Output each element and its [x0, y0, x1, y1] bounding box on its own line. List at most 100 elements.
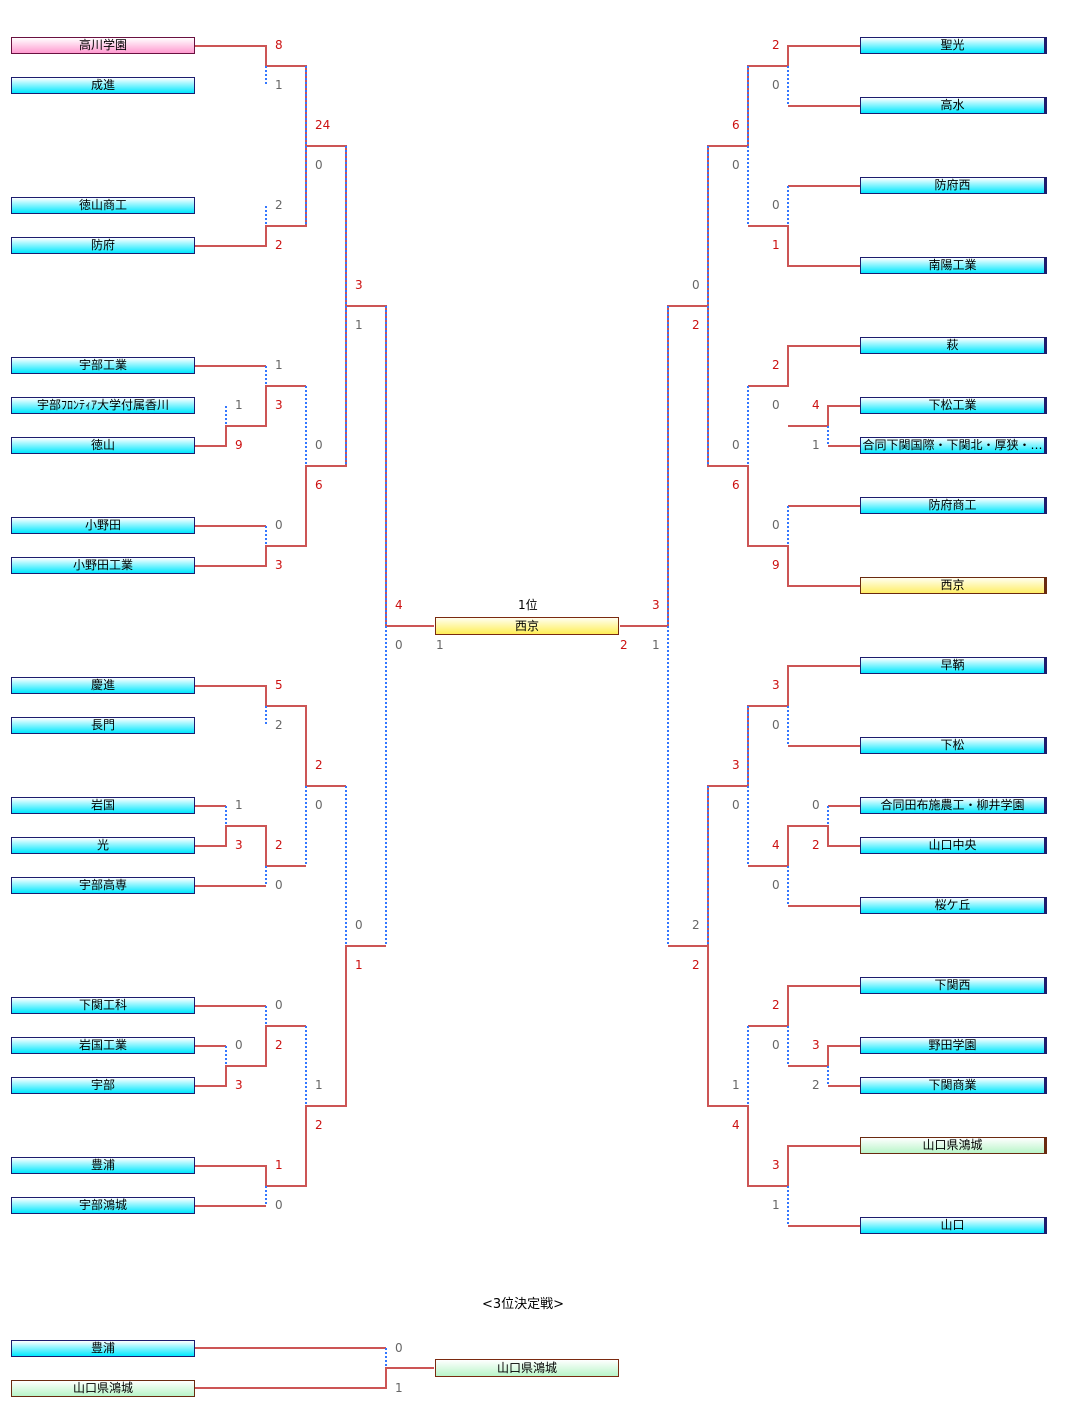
team-ube-frontier-kagawa[interactable]: 宇部ﾌﾛﾝﾃｨｱ大学付属香川 — [11, 397, 195, 414]
score: 3 — [732, 758, 740, 772]
team-noda-gakuen[interactable]: 野田学園 — [860, 1037, 1047, 1054]
score: 2 — [315, 758, 323, 772]
score: 3 — [355, 278, 363, 292]
score: 1 — [732, 1078, 740, 1092]
score: 2 — [315, 1118, 323, 1132]
team-godo-tabuse-yanai[interactable]: 合同田布施農工・柳井学園 — [860, 797, 1047, 814]
team-hagi[interactable]: 萩 — [860, 337, 1047, 354]
score: 0 — [275, 878, 283, 892]
final-label: 1位 — [518, 598, 538, 612]
team-ube[interactable]: 宇部 — [11, 1077, 195, 1094]
score: 0 — [355, 918, 363, 932]
team-kudamatsu-kogyo[interactable]: 下松工業 — [860, 397, 1047, 414]
score: 3 — [772, 678, 780, 692]
third-place-title: <3位決定戦> — [482, 1297, 565, 1312]
team-kudamatsu[interactable]: 下松 — [860, 737, 1047, 754]
score: 1 — [436, 638, 444, 652]
score: 1 — [812, 438, 820, 452]
team-shimonoseki-koka[interactable]: 下関工科 — [11, 997, 195, 1014]
team-godo-shimonoseki[interactable]: 合同下関国際・下関北・厚狭・… — [860, 437, 1047, 454]
team-ube-kosen[interactable]: 宇部高専 — [11, 877, 195, 894]
score: 2 — [772, 358, 780, 372]
score: 2 — [275, 1038, 283, 1052]
team-seishin[interactable]: 成進 — [11, 77, 195, 94]
score: 1 — [772, 238, 780, 252]
team-shimonoseki-shogyo[interactable]: 下関商業 — [860, 1077, 1047, 1094]
score: 0 — [772, 1038, 780, 1052]
score: 0 — [772, 398, 780, 412]
score: 2 — [275, 198, 283, 212]
score: 6 — [315, 478, 323, 492]
team-ube-kojo[interactable]: 宇部鴻城 — [11, 1197, 195, 1214]
score: 3 — [652, 598, 660, 612]
score: 3 — [772, 1158, 780, 1172]
score: 3 — [275, 558, 283, 572]
score: 0 — [315, 798, 323, 812]
score: 1 — [235, 398, 243, 412]
team-takagawa-gakuen[interactable]: 高川学園 — [11, 37, 195, 54]
team-yamaguchi[interactable]: 山口 — [860, 1217, 1047, 1234]
score: 2 — [772, 998, 780, 1012]
score: 1 — [315, 1078, 323, 1092]
team-iwakuni-kogyo[interactable]: 岩国工業 — [11, 1037, 195, 1054]
score: 4 — [732, 1118, 740, 1132]
third-team-toyoura[interactable]: 豊浦 — [11, 1340, 195, 1357]
score: 9 — [235, 438, 243, 452]
score: 0 — [315, 438, 323, 452]
score: 2 — [692, 318, 700, 332]
score: 0 — [315, 158, 323, 172]
team-toyoura[interactable]: 豊浦 — [11, 1157, 195, 1174]
team-yamaguchi-chuo[interactable]: 山口中央 — [860, 837, 1047, 854]
team-keishin[interactable]: 慶進 — [11, 677, 195, 694]
third-team-yamaguchi-kojo[interactable]: 山口県鴻城 — [11, 1380, 195, 1397]
team-sakuragaoka[interactable]: 桜ケ丘 — [860, 897, 1047, 914]
score: 6 — [732, 478, 740, 492]
score: 3 — [275, 398, 283, 412]
score: 9 — [772, 558, 780, 572]
score: 8 — [275, 38, 283, 52]
team-onoda[interactable]: 小野田 — [11, 517, 195, 534]
team-tokuyama[interactable]: 徳山 — [11, 437, 195, 454]
score: 4 — [812, 398, 820, 412]
team-hofu-nishi[interactable]: 防府西 — [860, 177, 1047, 194]
score: 0 — [395, 1341, 403, 1355]
score: 0 — [275, 998, 283, 1012]
score: 2 — [692, 958, 700, 972]
team-seiko[interactable]: 聖光 — [860, 37, 1047, 54]
team-iwakuni[interactable]: 岩国 — [11, 797, 195, 814]
team-ube-kogyo[interactable]: 宇部工業 — [11, 357, 195, 374]
team-hofu[interactable]: 防府 — [11, 237, 195, 254]
team-nanyo-kogyo[interactable]: 南陽工業 — [860, 257, 1047, 274]
score: 1 — [652, 638, 660, 652]
score: 3 — [235, 838, 243, 852]
score: 0 — [395, 638, 403, 652]
team-shimonoseki-nishi[interactable]: 下関西 — [860, 977, 1047, 994]
team-hikari[interactable]: 光 — [11, 837, 195, 854]
team-takamizu[interactable]: 高水 — [860, 97, 1047, 114]
score: 0 — [275, 518, 283, 532]
team-yamaguchi-kojo[interactable]: 山口県鴻城 — [860, 1137, 1047, 1154]
score: 0 — [772, 198, 780, 212]
team-saikyo[interactable]: 西京 — [860, 577, 1047, 594]
score: 0 — [732, 158, 740, 172]
score: 1 — [235, 798, 243, 812]
third-place-winner-box[interactable]: 山口県鴻城 — [435, 1359, 619, 1377]
score: 0 — [275, 1198, 283, 1212]
team-nagato[interactable]: 長門 — [11, 717, 195, 734]
score: 0 — [235, 1038, 243, 1052]
score: 0 — [812, 798, 820, 812]
team-hayatomo[interactable]: 早鞆 — [860, 657, 1047, 674]
score: 0 — [732, 798, 740, 812]
score: 4 — [395, 598, 403, 612]
score: 1 — [355, 318, 363, 332]
score: 1 — [275, 1158, 283, 1172]
score: 2 — [692, 918, 700, 932]
team-onoda-kogyo[interactable]: 小野田工業 — [11, 557, 195, 574]
champion-box[interactable]: 西京 — [435, 617, 619, 635]
team-hofu-shoko[interactable]: 防府商工 — [860, 497, 1047, 514]
score: 1 — [395, 1381, 403, 1395]
team-tokuyama-shoko[interactable]: 徳山商工 — [11, 197, 195, 214]
score: 0 — [772, 518, 780, 532]
score: 24 — [315, 118, 331, 132]
